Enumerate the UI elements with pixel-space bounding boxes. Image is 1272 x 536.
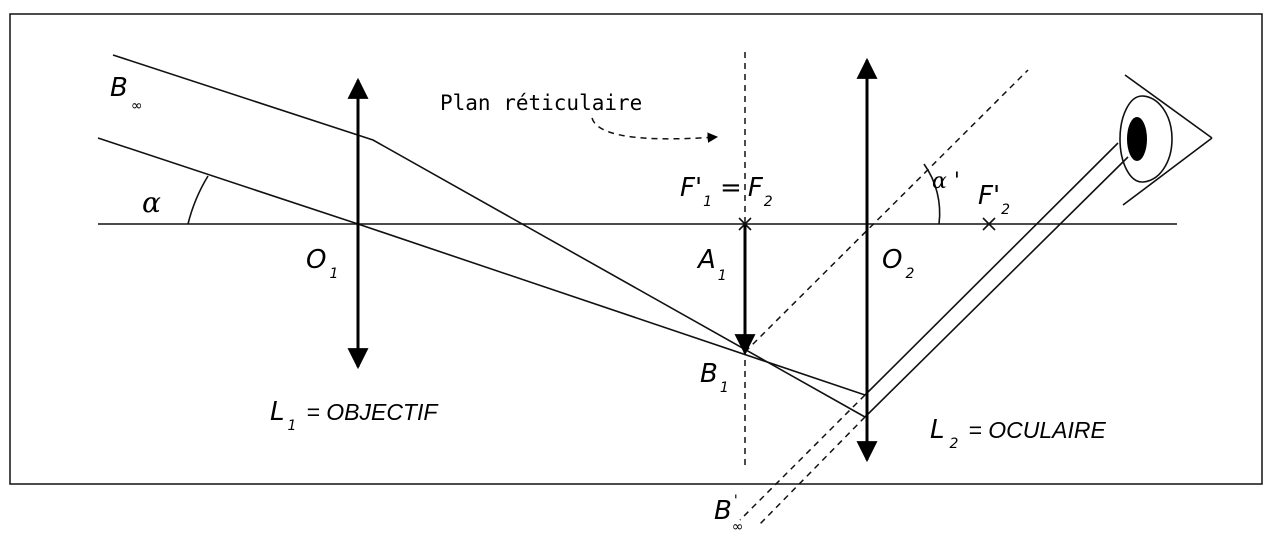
eye-icon bbox=[1119, 74, 1213, 206]
focus-mark-f2p bbox=[982, 217, 996, 231]
diagram-frame bbox=[9, 13, 1263, 485]
label-a1: A1 bbox=[696, 245, 727, 284]
label-alpha-prime: α ' bbox=[932, 169, 960, 194]
label-f2p: F'2 bbox=[978, 181, 1010, 218]
focus-mark-f1p-f2 bbox=[738, 217, 752, 231]
label-b-infinity: B∞ bbox=[110, 73, 143, 114]
alpha-angle-arc bbox=[187, 175, 209, 225]
dashed-extension-2 bbox=[757, 416, 866, 527]
emergent-ray-upper bbox=[864, 142, 1119, 396]
label-f1p-equals-f2: F'1=F2 bbox=[680, 173, 773, 210]
emergent-ray-lower bbox=[864, 156, 1129, 418]
label-plan-reticulaire: Plan réticulaire bbox=[440, 91, 642, 115]
dashed-construction-line bbox=[744, 69, 1029, 353]
label-b-prime-infinity: B'∞ bbox=[714, 493, 743, 535]
label-alpha: α bbox=[142, 186, 161, 219]
upper-incident-ray bbox=[112, 54, 866, 418]
dashed-extension-1 bbox=[739, 394, 866, 521]
alpha-prime-angle-arc bbox=[923, 163, 941, 225]
reticle-pointer-arrow bbox=[591, 117, 719, 143]
